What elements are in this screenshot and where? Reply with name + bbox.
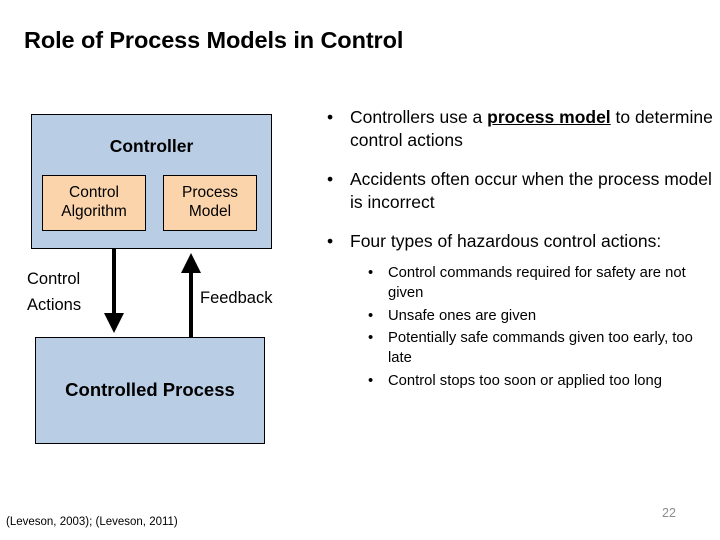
sub-bullet-marker: • bbox=[368, 372, 374, 389]
control-actions-arrow-shaft bbox=[112, 249, 116, 315]
bullet-item-1: • Controllers use a process model to det… bbox=[320, 106, 720, 152]
controlled-process-heading: Controlled Process bbox=[65, 379, 235, 400]
bullet-marker: • bbox=[327, 169, 334, 190]
bullet-text: Accidents often occur when the process m… bbox=[350, 169, 712, 213]
bullet-text: Four types of hazardous control actions: bbox=[350, 231, 662, 252]
control-algorithm-box: Control Algorithm bbox=[42, 175, 146, 231]
sub-bullet-marker: • bbox=[368, 307, 374, 324]
sub-bullet-marker: • bbox=[368, 265, 374, 282]
bullet-marker: • bbox=[327, 231, 334, 252]
bullet-text-emphasis: process model bbox=[487, 107, 611, 127]
sub-bullet-text: Unsafe ones are given bbox=[388, 307, 537, 324]
sub-bullet-text: Control commands required for safety are… bbox=[388, 265, 686, 302]
control-loop-diagram: Controller Control Algorithm Process Mod… bbox=[0, 0, 320, 470]
control-actions-label: Control Actions bbox=[27, 270, 82, 314]
sub-bullet-item-2: • Unsafe ones are given bbox=[359, 307, 720, 327]
bullet-item-3: • Four types of hazardous control action… bbox=[320, 230, 720, 391]
sub-bullet-text: Potentially safe commands given too earl… bbox=[388, 330, 693, 367]
feedback-arrow-shaft bbox=[189, 272, 193, 337]
controller-heading: Controller bbox=[109, 136, 194, 156]
feedback-label: Feedback bbox=[200, 289, 273, 307]
process-model-box: Process Model bbox=[163, 175, 257, 231]
controlled-process-box: Controlled Process bbox=[35, 337, 265, 444]
sub-bullet-item-1: • Control commands required for safety a… bbox=[359, 264, 720, 303]
sub-bullet-list: • Control commands required for safety a… bbox=[359, 264, 720, 391]
bullet-text-pre: Controllers use a bbox=[350, 107, 488, 127]
sub-bullet-marker: • bbox=[368, 330, 374, 347]
bullet-list: • Controllers use a process model to det… bbox=[320, 106, 720, 408]
control-actions-arrow-head bbox=[104, 313, 124, 333]
bullet-marker: • bbox=[327, 107, 334, 127]
sub-bullet-item-4: • Control stops too soon or applied too … bbox=[359, 372, 720, 392]
slide-number: 22 bbox=[662, 506, 676, 520]
bullet-item-2: • Accidents often occur when the process… bbox=[320, 168, 720, 214]
page-title: Role of Process Models in Control bbox=[24, 27, 404, 53]
bullet-text-post: to determine control actions bbox=[350, 107, 713, 151]
feedback-arrow-head bbox=[181, 253, 201, 273]
sub-bullet-text: Control stops too soon or applied too lo… bbox=[388, 372, 662, 389]
citation-text: (Leveson, 2003); (Leveson, 2011) bbox=[6, 516, 178, 528]
sub-bullet-item-3: • Potentially safe commands given too ea… bbox=[359, 329, 720, 368]
